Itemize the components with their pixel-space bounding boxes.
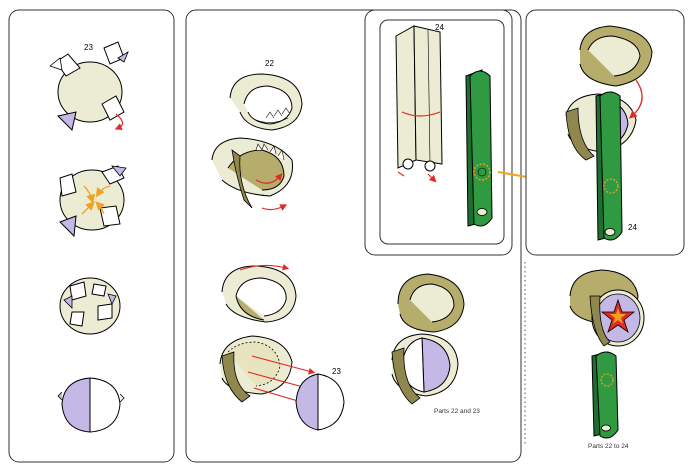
panel-final-assembly: 24 Parts 22 to 24: [525, 9, 685, 450]
star-emblem: [600, 298, 636, 334]
part-23-finished: [57, 377, 125, 433]
part-24-green-strip: [465, 69, 493, 227]
final-assembly-finished: Parts 22 to 24: [569, 269, 645, 450]
part-number-label: 22: [265, 59, 274, 68]
part-number-label: 24: [435, 23, 444, 32]
final-assembly-step: 24: [565, 25, 653, 241]
part-23-folding: [59, 165, 127, 238]
caption-parts-22-24: Parts 22 to 24: [588, 443, 629, 450]
part-number-label: 23: [332, 367, 341, 376]
panel-part-24: 24: [364, 9, 513, 256]
part-number-label: 23: [84, 43, 93, 52]
part-23-flat-with-tabs: 23: [49, 41, 129, 131]
panel-steps-column: 23: [8, 9, 175, 463]
part-24-cream-strip: 24: [395, 23, 444, 183]
part-23-tabs-folded: [59, 277, 121, 335]
ring-assembly-open: 22: [211, 59, 303, 211]
assembled-22-23: Parts 22 and 23: [391, 273, 480, 415]
part-number-label: 24: [628, 223, 637, 232]
ring-assembly-insert-23: 23: [219, 263, 345, 431]
caption-parts-22-23: Parts 22 and 23: [434, 408, 480, 415]
